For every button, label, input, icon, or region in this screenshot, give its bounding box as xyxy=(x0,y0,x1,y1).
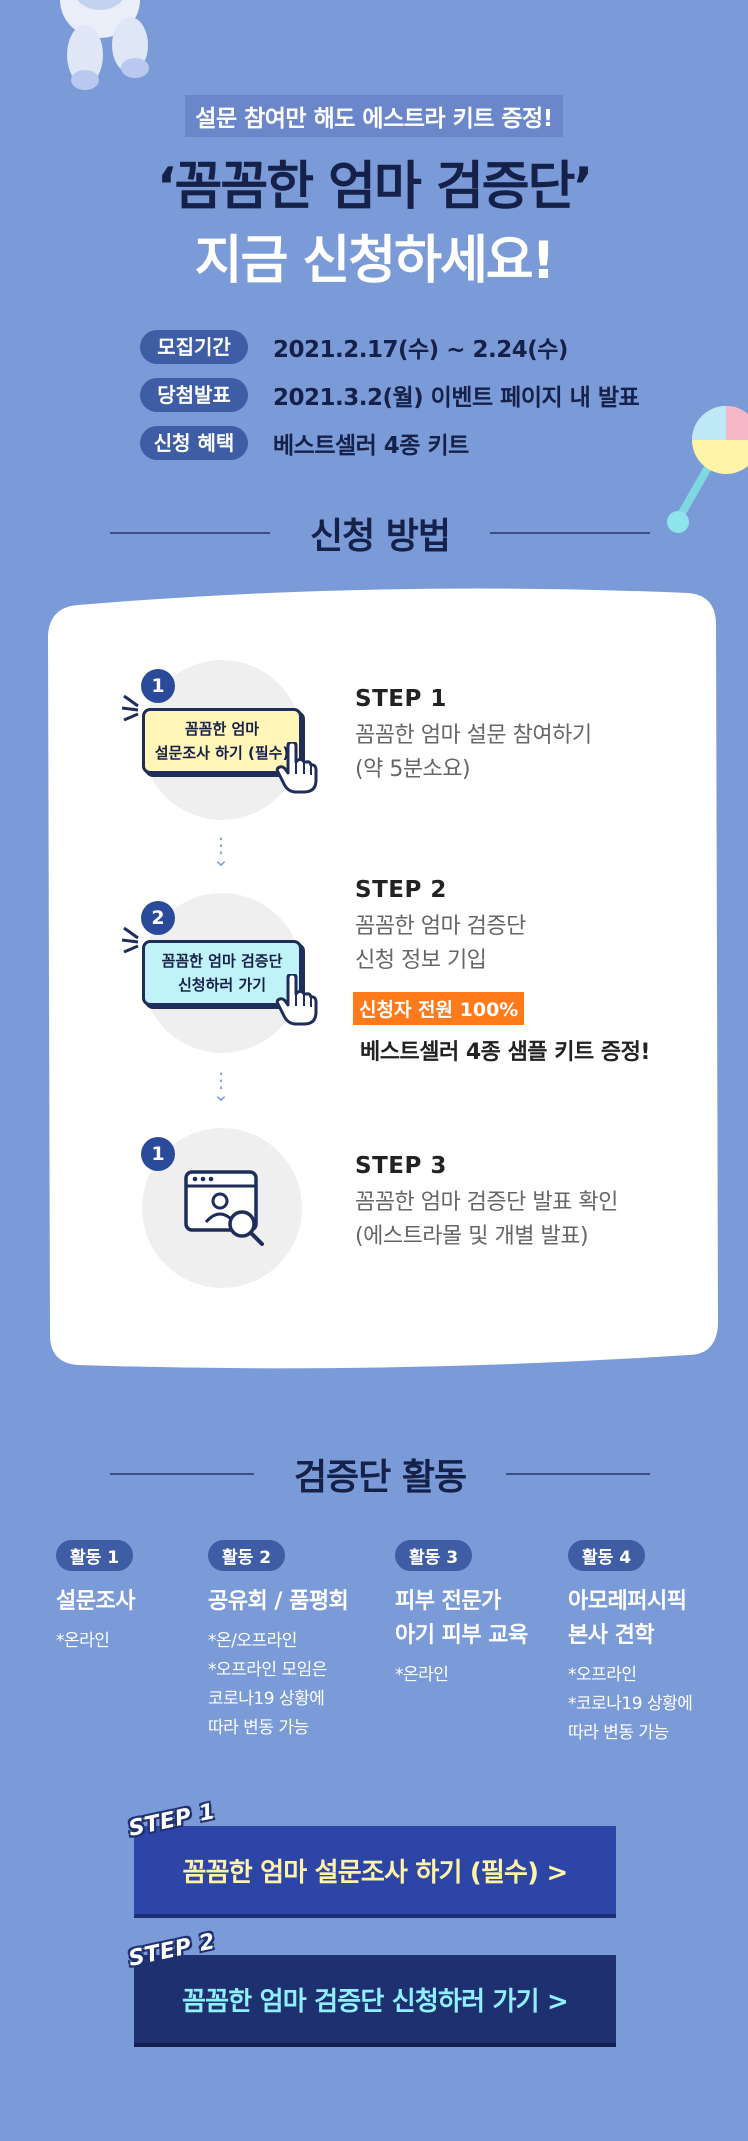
activity-1: 활동 1 설문조사 *온라인 xyxy=(56,1540,226,1656)
step3-description: 꼼꼼한 엄마 검증단 발표 확인 (에스트라몰 및 개별 발표) xyxy=(355,1186,618,1254)
button-line: 꼼꼼한 엄마 xyxy=(184,720,260,738)
description-line: 꼼꼼한 엄마 검증단 발표 확인 xyxy=(355,1190,618,1215)
info-value: 2021.3.2(월) 이벤트 페이지 내 발표 xyxy=(273,385,640,411)
activity-title: 설문조사 xyxy=(56,1589,135,1614)
title-line-2: 지금 신청하세요! xyxy=(194,231,556,291)
note-line: *온/오프라인 xyxy=(208,1631,297,1651)
button-line: 꼼꼼한 엄마 검증단 xyxy=(161,952,283,970)
how-to-heading: 신청 방법 xyxy=(110,503,651,563)
activity-pill: 활동 3 xyxy=(395,1540,473,1571)
arrow-down-icon: ⋮⌄ xyxy=(211,833,231,871)
step1-survey-button[interactable]: 꼼꼼한 엄마 설문조사 하기 (필수) xyxy=(142,708,302,774)
astronaut-illustration xyxy=(60,0,149,90)
section-title: 신청 방법 xyxy=(310,516,451,557)
benefit-tag-wrap: 신청자 전원 100% xyxy=(353,992,525,1025)
button-line: 신청하러 가기 xyxy=(177,976,267,994)
note-line: 따라 변동 가능 xyxy=(208,1718,309,1738)
description-line: (약 5분소요) xyxy=(355,757,471,782)
info-value: 베스트셀러 4종 키트 xyxy=(273,433,469,459)
info-value: 2021.2.17(수) ~ 2.24(수) xyxy=(273,337,568,363)
pointer-hand-icon xyxy=(275,742,318,794)
spark-icon xyxy=(121,694,139,722)
description-line: 꼼꼼한 엄마 검증단 xyxy=(355,914,526,939)
survey-cta-button[interactable]: 꼼꼼한 엄마 설문조사 하기 (필수) > xyxy=(134,1826,616,1918)
activity-title: 본사 견학 xyxy=(568,1623,655,1648)
step1-description: 꼼꼼한 엄마 설문 참여하기 (약 5분소요) xyxy=(355,719,592,787)
activity-title: 피부 전문가 xyxy=(395,1589,501,1614)
note-line: *온라인 xyxy=(395,1665,449,1685)
spark-icon xyxy=(121,926,139,954)
activity-title: 아모레퍼시픽 xyxy=(568,1589,687,1614)
activity-2: 활동 2 공유회 / 품평회 *온/오프라인 *오프라인 모임은 코로나19 상… xyxy=(208,1540,378,1743)
page-title: ‘꼼꼼한 엄마 검증단’ 지금 신청하세요! xyxy=(0,150,748,298)
arrow-down-icon: ⋮⌄ xyxy=(211,1068,231,1106)
activity-pill: 활동 4 xyxy=(568,1540,646,1571)
step1-badge: 1 xyxy=(141,669,175,703)
description-line: 신청 정보 기입 xyxy=(355,948,487,973)
activity-3: 활동 3 피부 전문가 아기 피부 교육 *온라인 xyxy=(395,1540,565,1690)
title-line-1: ‘꼼꼼한 엄마 검증단’ xyxy=(156,157,593,217)
activity-4: 활동 4 아모레퍼시픽 본사 견학 *오프라인 *코로나19 상황에 따라 변동… xyxy=(568,1540,738,1748)
activity-pill: 활동 2 xyxy=(208,1540,286,1571)
note-line: *오프라인 모임은 xyxy=(208,1660,327,1680)
note-line: 코로나19 상황에 xyxy=(208,1689,325,1709)
pointer-hand-icon xyxy=(275,974,318,1026)
info-label: 모집기간 xyxy=(140,330,248,364)
cta-label: 꼼꼼한 엄마 검증단 신청하러 가기 > xyxy=(182,1986,569,2017)
step2-badge: 2 xyxy=(141,901,175,935)
activity-pill: 활동 1 xyxy=(56,1540,134,1571)
button-line: 설문조사 하기 (필수) xyxy=(154,744,290,762)
divider xyxy=(506,1473,651,1475)
info-label: 당첨발표 xyxy=(140,378,248,412)
step2-apply-button[interactable]: 꼼꼼한 엄마 검증단 신청하러 가기 xyxy=(142,940,302,1006)
benefit-tag: 신청자 전원 100% xyxy=(353,992,525,1025)
baby-rattle-illustration xyxy=(667,406,748,533)
note-line: *오프라인 xyxy=(568,1665,637,1685)
info-row-benefit: 신청 혜택 베스트셀러 4종 키트 xyxy=(140,425,469,461)
activity-notes: *온라인 xyxy=(56,1627,226,1656)
divider xyxy=(110,532,270,534)
note-line: *온라인 xyxy=(56,1631,110,1651)
info-row-announcement: 당첨발표 2021.3.2(월) 이벤트 페이지 내 발표 xyxy=(140,377,640,413)
profile-search-icon xyxy=(184,1170,264,1246)
cta-label: 꼼꼼한 엄마 설문조사 하기 (필수) > xyxy=(182,1857,569,1888)
activity-notes: *온/오프라인 *오프라인 모임은 코로나19 상황에 따라 변동 가능 xyxy=(208,1627,378,1743)
apply-cta-button[interactable]: 꼼꼼한 엄마 검증단 신청하러 가기 > xyxy=(134,1955,616,2047)
activity-title: 공유회 / 품평회 xyxy=(208,1589,349,1614)
description-line: 꼼꼼한 엄마 설문 참여하기 xyxy=(355,723,592,748)
activity-title: 아기 피부 교육 xyxy=(395,1623,528,1648)
activity-notes: *온라인 xyxy=(395,1661,565,1690)
step2-label: STEP 2 xyxy=(355,877,447,903)
activities-heading: 검증단 활동 xyxy=(110,1444,651,1504)
divider xyxy=(110,1473,254,1475)
description-line: (에스트라몰 및 개별 발표) xyxy=(355,1224,589,1249)
activity-notes: *오프라인 *코로나19 상황에 따라 변동 가능 xyxy=(568,1661,738,1748)
event-banner-text: 설문 참여만 해도 에스트라 키트 증정! xyxy=(185,95,563,137)
section-title: 검증단 활동 xyxy=(293,1457,467,1498)
step1-label: STEP 1 xyxy=(355,686,447,712)
step3-badge: 1 xyxy=(141,1137,175,1171)
note-line: 따라 변동 가능 xyxy=(568,1723,669,1743)
benefit-highlight: 베스트셀러 4종 샘플 키트 증정! xyxy=(360,1040,650,1065)
note-line: *코로나19 상황에 xyxy=(568,1694,693,1714)
divider xyxy=(490,532,651,534)
event-banner: 설문 참여만 해도 에스트라 키트 증정! xyxy=(0,95,748,137)
step2-description: 꼼꼼한 엄마 검증단 신청 정보 기입 xyxy=(355,910,526,978)
info-row-period: 모집기간 2021.2.17(수) ~ 2.24(수) xyxy=(140,329,568,365)
step3-label: STEP 3 xyxy=(355,1153,447,1179)
info-label: 신청 혜택 xyxy=(140,426,248,460)
